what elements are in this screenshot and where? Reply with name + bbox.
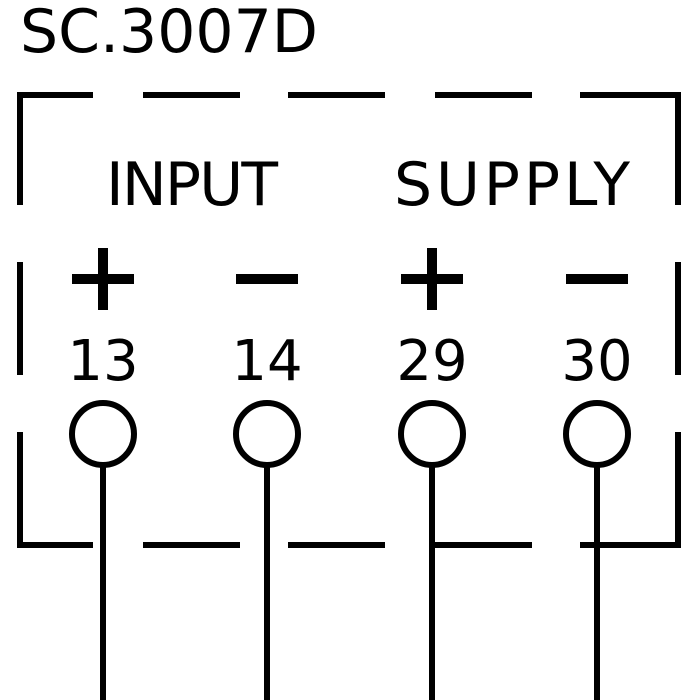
frame-bottom-right-corner xyxy=(580,432,681,548)
terminal-number-29: 29 xyxy=(396,329,467,394)
plus-sign-29 xyxy=(401,248,463,310)
frame-top-left-corner xyxy=(17,92,93,205)
terminal-14 xyxy=(233,400,301,468)
terminal-30 xyxy=(563,400,631,468)
terminal-number-13: 13 xyxy=(67,329,138,394)
terminal-29 xyxy=(398,400,466,468)
plus-sign-13 xyxy=(72,248,134,310)
terminal-number-30: 30 xyxy=(561,329,632,394)
model-title: SC.3007D xyxy=(20,0,318,67)
terminal-13 xyxy=(69,400,137,468)
frame-bottom-left-corner xyxy=(17,432,93,548)
input-group-label: INPUT xyxy=(106,150,278,220)
terminal-number-14: 14 xyxy=(231,329,302,394)
supply-group-label: SUPPLY xyxy=(394,150,630,220)
frame-top-right-corner xyxy=(580,92,681,205)
enclosure-frame xyxy=(17,92,681,548)
